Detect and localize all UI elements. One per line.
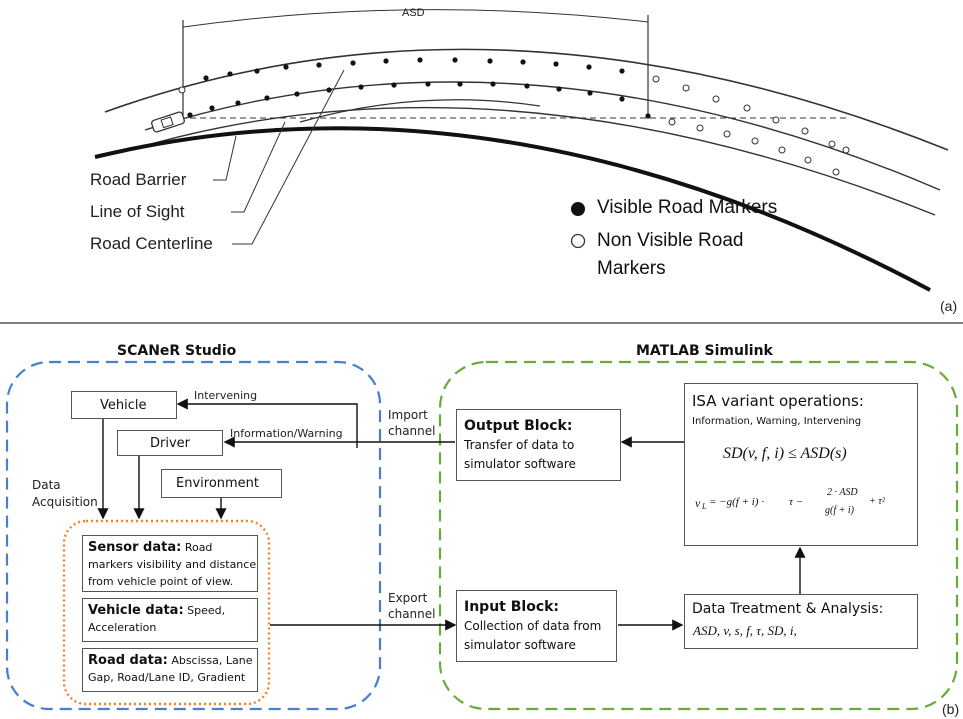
road-data-line1: Abscissa, Lane xyxy=(171,654,253,667)
arrow-intervening xyxy=(176,398,358,448)
output-block-box: Output Block: Transfer of data to simula… xyxy=(456,409,621,481)
label-intervening: Intervening xyxy=(194,389,258,402)
label-export-channel: channel xyxy=(388,607,436,621)
label-information-warning: Information/Warning xyxy=(230,427,343,440)
isa-eq2-rhs: = −g(f + i) · xyxy=(709,496,764,508)
label-import-channel: channel xyxy=(388,424,436,438)
leader-sight xyxy=(231,121,286,213)
isa-eq1: SD(v, f, i) ≤ ASD(s) xyxy=(723,445,847,462)
isa-eq2-lhs: v xyxy=(695,496,701,510)
road-barrier xyxy=(94,126,931,292)
data-treatment-box: Data Treatment & Analysis: ASD, v, s, f,… xyxy=(684,594,918,649)
legend-nonvisible-dot xyxy=(570,233,586,249)
data-treatment-line1: ASD, v, s, f, τ, SD, i, xyxy=(693,623,797,638)
input-block-line2: simulator software xyxy=(464,638,576,652)
legend-nonvisible-label-2: Markers xyxy=(597,258,666,279)
matlab-simulink-title: MATLAB Simulink xyxy=(636,343,773,359)
asd-arc xyxy=(182,9,649,28)
input-block-line1: Collection of data from xyxy=(464,619,602,633)
road-data-head: Road data: xyxy=(88,653,168,668)
vehicle-data-line2: Acceleration xyxy=(88,621,157,634)
nonvisible-markers xyxy=(178,75,850,176)
road-centerline-inner xyxy=(299,99,541,123)
isa-eq2-tau: τ − xyxy=(789,496,804,508)
scaner-studio-title: SCANeR Studio xyxy=(117,343,237,359)
driver-box-label: Driver xyxy=(150,436,191,451)
visible-markers xyxy=(187,57,651,119)
road-outer-edge xyxy=(104,48,949,151)
input-block-head: Input Block: xyxy=(464,599,560,615)
isa-sub: Information, Warning, Intervening xyxy=(692,416,862,427)
road-inner-edge xyxy=(129,106,936,216)
environment-box: Environment xyxy=(161,469,282,498)
isa-eq2-num: 2 · ASD xyxy=(827,487,858,498)
output-block-line2: simulator software xyxy=(464,457,576,471)
vehicle-data-group xyxy=(62,519,271,706)
output-block-line1: Transfer of data to xyxy=(464,438,575,452)
vehicle-data-box: Vehicle data: Speed, Acceleration xyxy=(82,598,258,642)
scaner-studio-frame xyxy=(5,360,382,711)
label-data: Data xyxy=(32,478,61,492)
isa-variant-box: ISA variant operations: Information, War… xyxy=(684,383,918,546)
vehicle-data-head: Vehicle data: xyxy=(88,603,184,618)
legend-visible-dot xyxy=(571,202,585,216)
isa-eq2-den: g(f + i) xyxy=(825,505,854,516)
sensor-data-line3: from vehicle point of view. xyxy=(88,575,234,588)
vehicle-data-line1: Speed, xyxy=(187,604,226,617)
legend-nonvisible-label: Non Visible Road xyxy=(597,230,744,251)
isa-head: ISA variant operations: xyxy=(692,392,864,410)
label-export: Export xyxy=(388,591,428,605)
label-road-barrier: Road Barrier xyxy=(90,170,187,189)
sensor-data-line1: Road xyxy=(184,541,213,554)
vehicle-icon xyxy=(151,111,185,133)
label-road-centerline: Road Centerline xyxy=(90,234,213,253)
isa-eq2-tail: + τ² xyxy=(869,496,885,507)
panel-tag-a: (a) xyxy=(940,298,958,314)
vehicle-box-label: Vehicle xyxy=(100,398,147,413)
input-block-box: Input Block: Collection of data from sim… xyxy=(456,590,617,662)
environment-box-label: Environment xyxy=(176,476,260,491)
data-treatment-head: Data Treatment & Analysis: xyxy=(692,601,884,617)
label-acquisition: Acquisition xyxy=(32,495,98,509)
sensor-data-box: Sensor data: Road markers visibility and… xyxy=(82,535,258,592)
matlab-simulink-frame xyxy=(438,360,959,711)
output-block-head: Output Block: xyxy=(464,418,573,434)
sensor-data-line2: markers visibility and distance xyxy=(88,558,257,571)
road-data-box: Road data: Abscissa, Lane Gap, Road/Lane… xyxy=(82,648,258,692)
label-line-of-sight: Line of Sight xyxy=(90,202,185,221)
vehicle-box: Vehicle xyxy=(71,391,177,419)
driver-box: Driver xyxy=(117,430,223,456)
legend-visible-label: Visible Road Markers xyxy=(597,197,778,218)
road-data-line2: Gap, Road/Lane ID, Gradient xyxy=(88,671,246,684)
asd-label: ASD xyxy=(402,7,425,19)
sensor-data-head: Sensor data: xyxy=(88,540,182,555)
leader-centerline xyxy=(232,69,345,245)
panel-tag-b: (b) xyxy=(942,701,960,717)
isa-eq2-sub: L xyxy=(702,502,707,511)
road-center-left xyxy=(144,81,941,191)
label-import: Import xyxy=(388,408,428,422)
leader-barrier xyxy=(213,135,237,181)
